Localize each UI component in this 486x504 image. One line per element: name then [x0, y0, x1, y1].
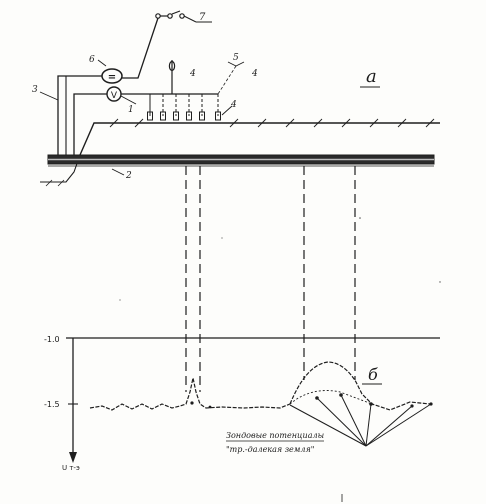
- callout-4-probe: 4: [230, 100, 237, 110]
- y-axis-arrow: [69, 452, 77, 463]
- measurement-points: [190, 393, 433, 409]
- panel-a-label: а: [366, 66, 377, 87]
- ammeter-symbol: =: [108, 72, 116, 83]
- callout-7: 7: [199, 12, 206, 23]
- ammeter: = 6: [89, 55, 123, 84]
- annotation-leaders: [289, 394, 432, 447]
- lead-wire-inner: [73, 93, 107, 155]
- reference-electrode: 4: [168, 60, 196, 94]
- callout-3: 3: [32, 85, 38, 95]
- callout-4-top: 4: [189, 69, 196, 79]
- voltmeter: V 1: [106, 86, 137, 115]
- scan-artifacts: [119, 217, 441, 502]
- panel-b-label: б: [368, 365, 378, 384]
- ground-surface: [40, 118, 440, 187]
- lead-wire-outer: [57, 75, 102, 155]
- y-tick-1-5: -1.5: [44, 400, 60, 409]
- y-tick-1-0: -1.0: [44, 335, 60, 344]
- pipeline: [47, 154, 435, 167]
- callout-6: 6: [89, 55, 95, 65]
- potential-peak: [289, 361, 431, 411]
- y-axis-label: U т-э: [62, 464, 80, 472]
- callout-1: 1: [128, 105, 134, 115]
- callout-4-right: 4: [251, 69, 258, 79]
- annotation-line-1: Зондовые потенциалы: [226, 431, 324, 440]
- callout-2: 2: [125, 171, 132, 181]
- projection-lines: [185, 166, 356, 392]
- switch-wire: [122, 17, 159, 79]
- installation-section: 7 = 6 V 1 3 4: [32, 10, 440, 187]
- callout-5: 5: [233, 53, 239, 63]
- inner-curve: [289, 390, 373, 405]
- voltmeter-symbol: V: [111, 91, 118, 101]
- probe-electrodes: [147, 94, 221, 121]
- annotation-line-2: "тр.-далекая земля": [226, 445, 315, 454]
- potential-graph: -1.0 -1.5 U т-э б: [44, 335, 440, 472]
- potential-curve: [89, 377, 291, 411]
- switch-element: 7: [155, 10, 212, 23]
